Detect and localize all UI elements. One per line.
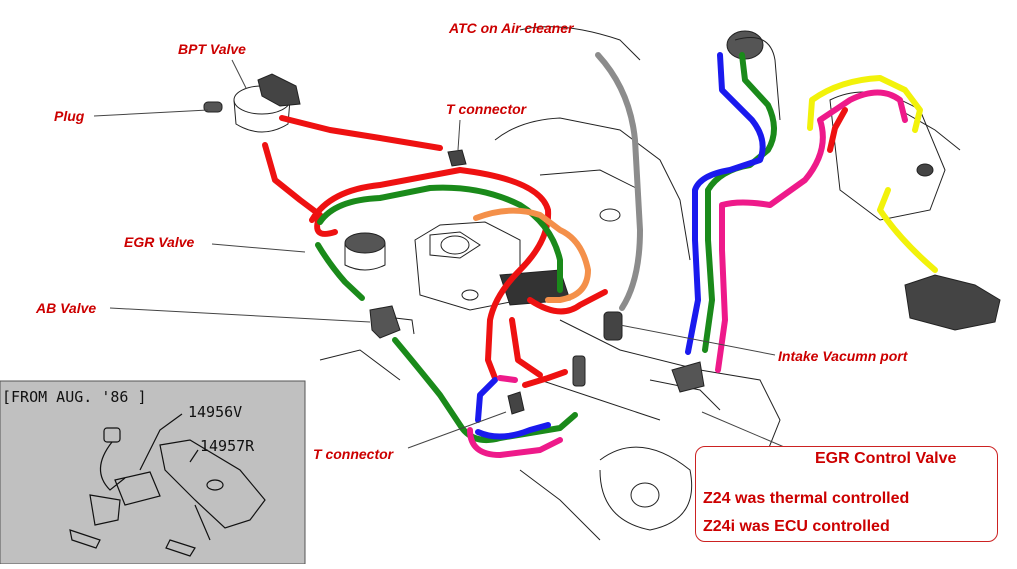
hose-yellow (807, 75, 938, 273)
inset-panel: [FROM AUG. '86 ] 14956V 14957R (0, 380, 306, 565)
hose-blue-lower (475, 377, 498, 423)
label-egr-valve: EGR Valve (124, 234, 195, 250)
label-atc: ATC on Air cleaner (448, 20, 575, 36)
egr-control-valve-title: EGR Control Valve (815, 450, 957, 467)
hose-gray-atc (595, 52, 643, 311)
hose-red-right (527, 289, 608, 315)
hose-pink-right (715, 89, 908, 373)
vacuum-hoses (262, 52, 938, 458)
hose-green-upper (317, 184, 563, 293)
inset-part-14957r: 14957R (200, 437, 255, 455)
hose-blue-lower2 (475, 422, 551, 440)
egr-control-note-box (695, 446, 998, 542)
note-z24-thermal: Z24 was thermal controlled (703, 490, 910, 507)
hose-green-egr (315, 242, 365, 301)
hose-red-short (509, 317, 543, 378)
label-bpt-valve: BPT Valve (178, 41, 246, 57)
hose-pink-lower (467, 427, 563, 458)
label-t-connector-bottom: T connector (313, 446, 395, 462)
hose-red-main (309, 167, 552, 381)
label-ab-valve: AB Valve (35, 300, 96, 316)
hose-pink-mid (497, 375, 518, 383)
label-intake-port: Intake Vacumn port (778, 348, 909, 364)
note-z24i-ecu: Z24i was ECU controlled (703, 518, 890, 535)
inset-solenoid-drawing (69, 413, 266, 557)
hose-blue-right (685, 52, 766, 355)
hose-red-bpt-down (262, 142, 338, 237)
hose-red-bpt-to-t (279, 115, 443, 151)
label-plug: Plug (54, 108, 85, 124)
label-t-connector-top: T connector (446, 101, 528, 117)
inset-caption: [FROM AUG. '86 ] (2, 388, 147, 406)
hose-red-right-top (827, 107, 848, 153)
diagram-labels: BPT Valve Plug T connector ATC on Air cl… (35, 20, 909, 462)
hose-red-lower (522, 369, 568, 388)
inset-part-14956v: 14956V (188, 403, 242, 421)
hose-orange (473, 207, 591, 303)
